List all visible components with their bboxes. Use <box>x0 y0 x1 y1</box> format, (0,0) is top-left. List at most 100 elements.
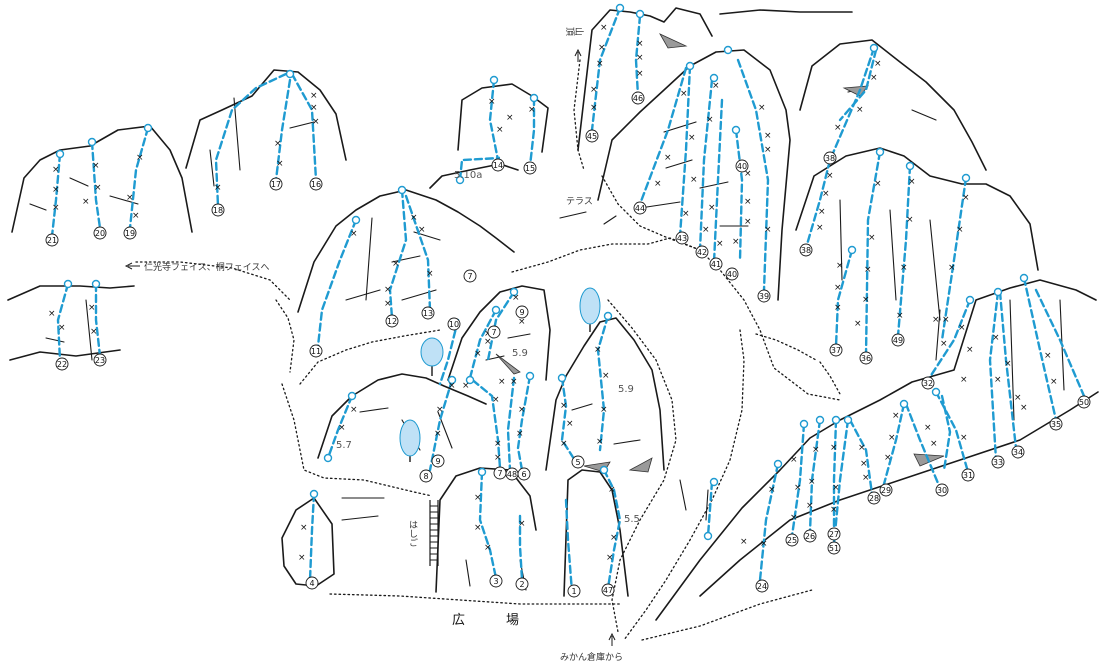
bolt-icon: × <box>940 339 948 349</box>
route-badge-14: 14 <box>491 158 505 172</box>
route-number: 4 <box>309 579 314 588</box>
route-badge-circle <box>921 376 935 390</box>
route-badge-22: 22 <box>55 357 69 371</box>
route-badge-circle <box>601 583 615 597</box>
route-line-8 <box>428 378 454 472</box>
route-badge-circle <box>491 158 505 172</box>
route-badge-circle <box>211 203 225 217</box>
route-number: 40 <box>727 270 737 279</box>
route-line-25 <box>790 422 806 538</box>
route-badge-circle <box>55 357 69 371</box>
bolt-icon: × <box>52 185 60 195</box>
route-line-36 <box>864 150 882 358</box>
bolt-icon: × <box>830 443 838 453</box>
route-badge-circle <box>725 267 739 281</box>
route-badge-13: 13 <box>421 306 435 320</box>
route-number: 45 <box>587 132 597 141</box>
bolt-icon: × <box>790 455 798 465</box>
bolt-icon: × <box>462 381 470 391</box>
route-badge-16: 16 <box>309 177 323 191</box>
bolt-icon: × <box>300 523 308 533</box>
bolt-icon: × <box>682 209 690 219</box>
bolt-icon: × <box>350 229 358 239</box>
bolt-icon: × <box>760 539 768 549</box>
route-badge-3: 3 <box>489 574 503 588</box>
route-number: 8 <box>423 472 428 481</box>
route-number: 24 <box>757 582 767 591</box>
route-badge-5: 5 <box>571 455 585 469</box>
bolt-icon: × <box>764 131 772 141</box>
route-badge-circle <box>675 231 689 245</box>
route-badge-37: 37 <box>829 343 843 357</box>
bolt-icon: × <box>52 165 60 175</box>
route-line-13 <box>404 194 432 312</box>
bolt-icon: × <box>854 319 862 329</box>
bolt-icon: × <box>884 453 892 463</box>
route-badge-32: 32 <box>921 376 935 390</box>
route-number: 51 <box>829 544 839 553</box>
route-line-33 <box>988 290 1000 462</box>
bolt-icon: × <box>858 443 866 453</box>
bolt-icon: × <box>930 439 938 449</box>
plaza-label: 広 場 <box>452 613 533 628</box>
route-badge-7: 7 <box>487 325 501 339</box>
route-badge-circle <box>523 161 537 175</box>
bolt-icon: × <box>942 315 950 325</box>
route-badge-27: 27 <box>827 527 841 541</box>
summit-label: 山頂 <box>565 25 584 36</box>
route-badge-circle <box>45 233 59 247</box>
bolt-icon: × <box>1014 393 1022 403</box>
bolt-icon: × <box>832 483 840 493</box>
bolt-icon: × <box>488 97 496 107</box>
route-number: 12 <box>387 317 397 326</box>
bolt-icon: × <box>516 429 524 439</box>
bolt-icon: × <box>826 171 834 181</box>
bolt-icon: × <box>448 381 456 391</box>
from-warehouse-label: みかん倉庫から <box>560 651 623 663</box>
bolt-icon: × <box>518 519 526 529</box>
route-line-48 <box>506 376 516 472</box>
route-badge-circle <box>935 483 949 497</box>
route-number: 33 <box>993 458 1003 467</box>
route-badge-4: 4 <box>305 576 319 590</box>
route-badge-21: 21 <box>45 233 59 247</box>
grade-label: 5.7 <box>336 440 352 451</box>
route-badge-circle <box>757 289 771 303</box>
route-badge-circle <box>633 201 647 215</box>
route-number: 42 <box>697 248 707 257</box>
route-line-50 <box>1034 288 1086 398</box>
route-line-3 <box>478 470 498 580</box>
bolt-icon: × <box>790 513 798 523</box>
bolt-icon: × <box>474 493 482 503</box>
bolt-icon: × <box>590 103 598 113</box>
bolt-icon: × <box>966 345 974 355</box>
bolt-icon: × <box>498 377 506 387</box>
bolt-icon: × <box>744 197 752 207</box>
route-number: 10 <box>449 320 459 329</box>
route-badge-51: 51 <box>827 541 841 555</box>
bolt-icon: × <box>496 125 504 135</box>
bolt-icon: × <box>992 333 1000 343</box>
bolt-icon: × <box>598 43 606 53</box>
bolt-icon: × <box>636 53 644 63</box>
bolt-icon: × <box>276 159 284 169</box>
route-badge-circle <box>505 467 519 481</box>
route-badge-24: 24 <box>755 579 769 593</box>
trails <box>135 59 841 641</box>
bolt-icon: × <box>808 477 816 487</box>
route-badge-circle <box>867 491 881 505</box>
route-number: 27 <box>829 530 839 539</box>
route-line-ladder-left <box>706 480 714 538</box>
route-line-14 <box>458 156 501 182</box>
bolt-icon: × <box>836 261 844 271</box>
route-number: 38 <box>801 246 811 255</box>
route-number: 25 <box>787 536 797 545</box>
route-badge-38: 38 <box>823 151 837 165</box>
route-number: 16 <box>311 180 321 189</box>
bolt-icon: × <box>740 537 748 547</box>
route-badge-46: 46 <box>631 91 645 105</box>
bolt-icon: × <box>960 433 968 443</box>
bolt-icon: × <box>688 133 696 143</box>
route-badge-circle <box>961 468 975 482</box>
